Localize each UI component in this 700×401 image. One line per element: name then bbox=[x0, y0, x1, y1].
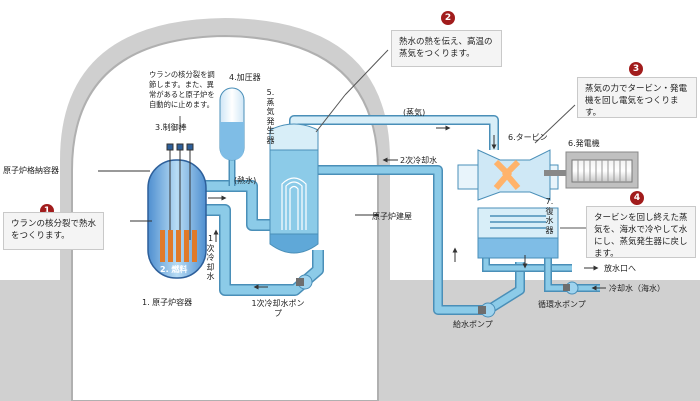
label-primary-pump: 1次冷却水ポンプ bbox=[251, 299, 305, 318]
label-seawater-in: 冷却水（海水） bbox=[609, 284, 665, 293]
label-steam: (蒸気) bbox=[403, 108, 426, 117]
callout-box-2: 熱水の熱を伝え、高温の蒸気をつくります。 bbox=[391, 30, 502, 67]
circulating-pump bbox=[563, 281, 579, 295]
condenser bbox=[477, 207, 559, 259]
fuel-rods bbox=[160, 230, 197, 262]
callout-badge-3: 3 bbox=[629, 62, 643, 76]
steam-generator bbox=[269, 123, 319, 254]
label-reactor-vessel: 1. 原子炉容器 bbox=[142, 298, 193, 307]
turbine bbox=[457, 149, 574, 201]
label-primary-coolant: 1次冷却水 bbox=[206, 234, 215, 281]
label-discharge: 放水口へ bbox=[604, 264, 636, 273]
label-containment: 原子炉格納容器 bbox=[3, 166, 59, 175]
primary-loop bbox=[205, 160, 324, 296]
primary-pump bbox=[296, 274, 313, 290]
label-control-rods: 3.制御棒 bbox=[155, 123, 187, 132]
label-reactor-building: 原子炉建屋 bbox=[372, 212, 412, 221]
callout-badge-2: 2 bbox=[441, 11, 455, 25]
callout-box-1: ウランの核分裂で熱水をつくります。 bbox=[3, 212, 104, 250]
label-hot-water: (熱水) bbox=[234, 176, 257, 185]
label-turbine: 6.タービン bbox=[508, 133, 548, 142]
label-generator: 6.発電機 bbox=[568, 139, 600, 148]
flow-arrows bbox=[98, 125, 606, 291]
label-pressurizer: 4.加圧器 bbox=[229, 73, 261, 82]
control-rod-note: ウランの核分裂を調節します。また、異常があると原子炉を自動的に止めます。 bbox=[149, 70, 215, 109]
feed-pump bbox=[478, 302, 496, 318]
pressurizer bbox=[219, 87, 245, 161]
label-feed-pump: 給水ポンプ bbox=[453, 320, 493, 329]
control-rods bbox=[166, 143, 194, 240]
generator bbox=[565, 151, 639, 189]
callout-box-3: 蒸気の力でタービン・発電機を回し電気をつくります。 bbox=[577, 77, 697, 118]
label-condenser: 7.復水器 bbox=[545, 197, 554, 235]
callout-leaders bbox=[179, 49, 596, 229]
label-secondary-coolant: 2次冷却水 bbox=[400, 156, 438, 165]
label-fuel: 2. 燃料 bbox=[160, 265, 188, 274]
label-steam-generator: 5.蒸気発生器 bbox=[266, 88, 275, 145]
callout-box-4: タービンを回し終えた蒸気を、海水で冷やして水にし、蒸気発生器に戻します。 bbox=[586, 206, 696, 259]
label-circulating-pump: 循環水ポンプ bbox=[538, 300, 586, 309]
callout-badge-4: 4 bbox=[630, 191, 644, 205]
